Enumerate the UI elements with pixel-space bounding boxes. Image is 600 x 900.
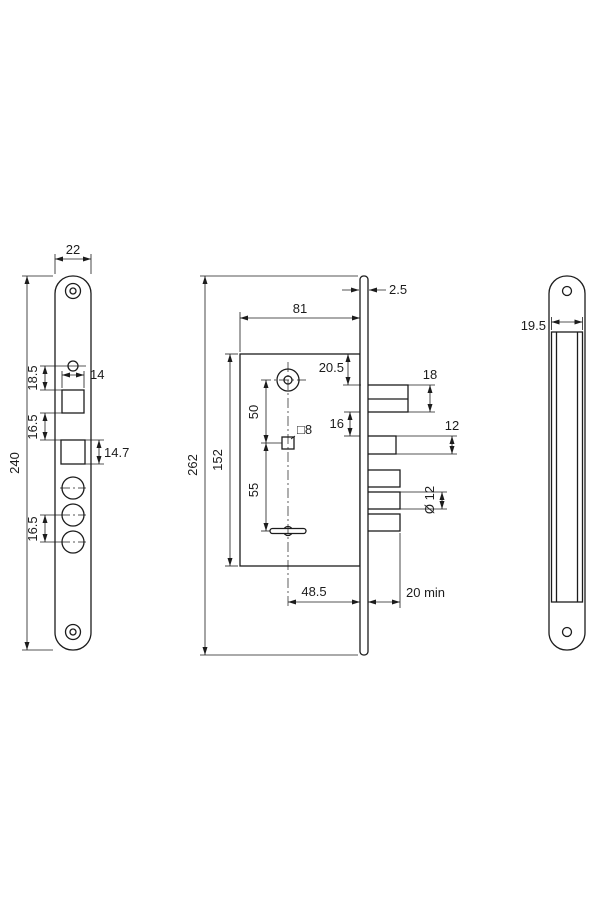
- body-view-dimension-lines: [200, 275, 457, 656]
- dim-label-case-height: 152: [210, 449, 225, 471]
- dim-label-bolt-throw: 20 min: [406, 585, 445, 600]
- dim-label-plate-thickness: 2.5: [389, 282, 407, 297]
- dim-label-case-width: 81: [293, 301, 307, 316]
- dim-label-spindle-to-key: 55: [246, 483, 261, 497]
- dim-label-backset: 48.5: [301, 584, 326, 599]
- front-view-geometry: [54, 275, 92, 651]
- dim-label-follower-to-spindle: 50: [246, 405, 261, 419]
- dim-label-total-length: 240: [7, 452, 22, 474]
- dim-label-channel-width: 19.5: [521, 318, 546, 333]
- front-view-dimension-lines: [22, 254, 104, 651]
- side-view-geometry: [548, 275, 586, 651]
- dim-label-plate-length: 262: [185, 454, 200, 476]
- dim-label-bolt-spacing: 16.5: [25, 516, 40, 541]
- dim-label-bolt-diameter: Ø 12: [422, 486, 437, 514]
- dim-label-spindle-square: □8: [297, 422, 312, 437]
- dim-label-hole-to-square: 18.5: [25, 365, 40, 390]
- dim-label-latch-to-aux: 16: [330, 416, 344, 431]
- dim-label-latch-height: 18: [423, 367, 437, 382]
- dim-label-square-gap: 16.5: [25, 414, 40, 439]
- dim-label-plate-width: 22: [66, 242, 80, 257]
- side-view-dimension-lines: [551, 317, 583, 330]
- dim-label-top-to-latch: 20.5: [319, 360, 344, 375]
- dim-label-aux-height: 12: [445, 418, 459, 433]
- dim-label-square-size: 14: [90, 367, 104, 382]
- body-view-geometry: [239, 275, 409, 656]
- dim-label-lower-square: 14.7: [104, 445, 129, 460]
